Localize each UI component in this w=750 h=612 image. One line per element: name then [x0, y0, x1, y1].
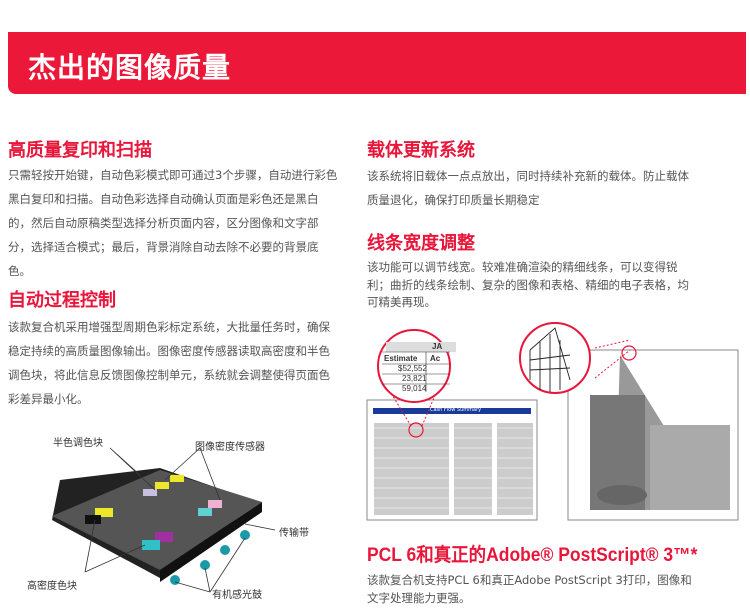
section-banner: 杰出的图像质量: [8, 32, 746, 94]
copy-scan-text: 只需轻按开始键，自动色彩模式即可通过3个步骤，自动进行彩色黑白复印和扫描。自动色…: [8, 168, 338, 278]
zoom-table-col2: Ac: [430, 354, 441, 363]
heading-pcl-postscript: PCL 6和真正的Adobe® PostScript® 3™*: [367, 545, 698, 566]
zoom-table-header: JA: [432, 342, 443, 351]
label-high-density-patch: 高密度色块: [27, 581, 77, 592]
heading-copy-scan: 高质量复印和扫描: [8, 140, 152, 161]
zoom-table-value: $52,552: [398, 364, 427, 373]
heading-line-width: 线条宽度调整: [367, 233, 475, 254]
line-width-text: 该功能可以调节线宽。较难准确渲染的精细线条，可以变得锐利；曲折的线条绘制、复杂的…: [367, 260, 689, 309]
pcl-postscript-text: 该款复合机支持PCL 6和真正Adobe PostScript 3打印，图像和文…: [367, 573, 692, 605]
building-illustration: [567, 339, 739, 521]
label-density-sensor: 图像密度传感器: [195, 442, 265, 453]
sheet-title: Cash Flow Summary: [430, 407, 482, 413]
heading-carrier-refresh: 载体更新系统: [367, 140, 475, 161]
banner-title: 杰出的图像质量: [28, 51, 232, 84]
heading-process-control: 自动过程控制: [8, 290, 116, 311]
label-halftone-patch: 半色调色块: [53, 438, 103, 449]
process-control-text: 该款复合机采用增强型周期色彩标定系统，大批量任务时，确保稳定持续的高质量图像输出…: [8, 320, 330, 406]
label-transfer-belt: 传输带: [279, 528, 309, 539]
spreadsheet-illustration: [366, 329, 538, 521]
transfer-belt-diagram: [52, 447, 276, 593]
carrier-refresh-text: 该系统将旧载体一点点放出，同时持续补充新的载体。防止载体质量退化，确保打印质量长…: [367, 169, 689, 207]
label-opc-drum: 有机感光鼓: [212, 590, 262, 601]
zoom-table-value: 59,014: [402, 384, 427, 393]
zoom-table-value: 23,821: [402, 374, 427, 383]
zoom-table-col1: Estimate: [384, 354, 418, 363]
building-zoom-circle: [519, 322, 591, 394]
